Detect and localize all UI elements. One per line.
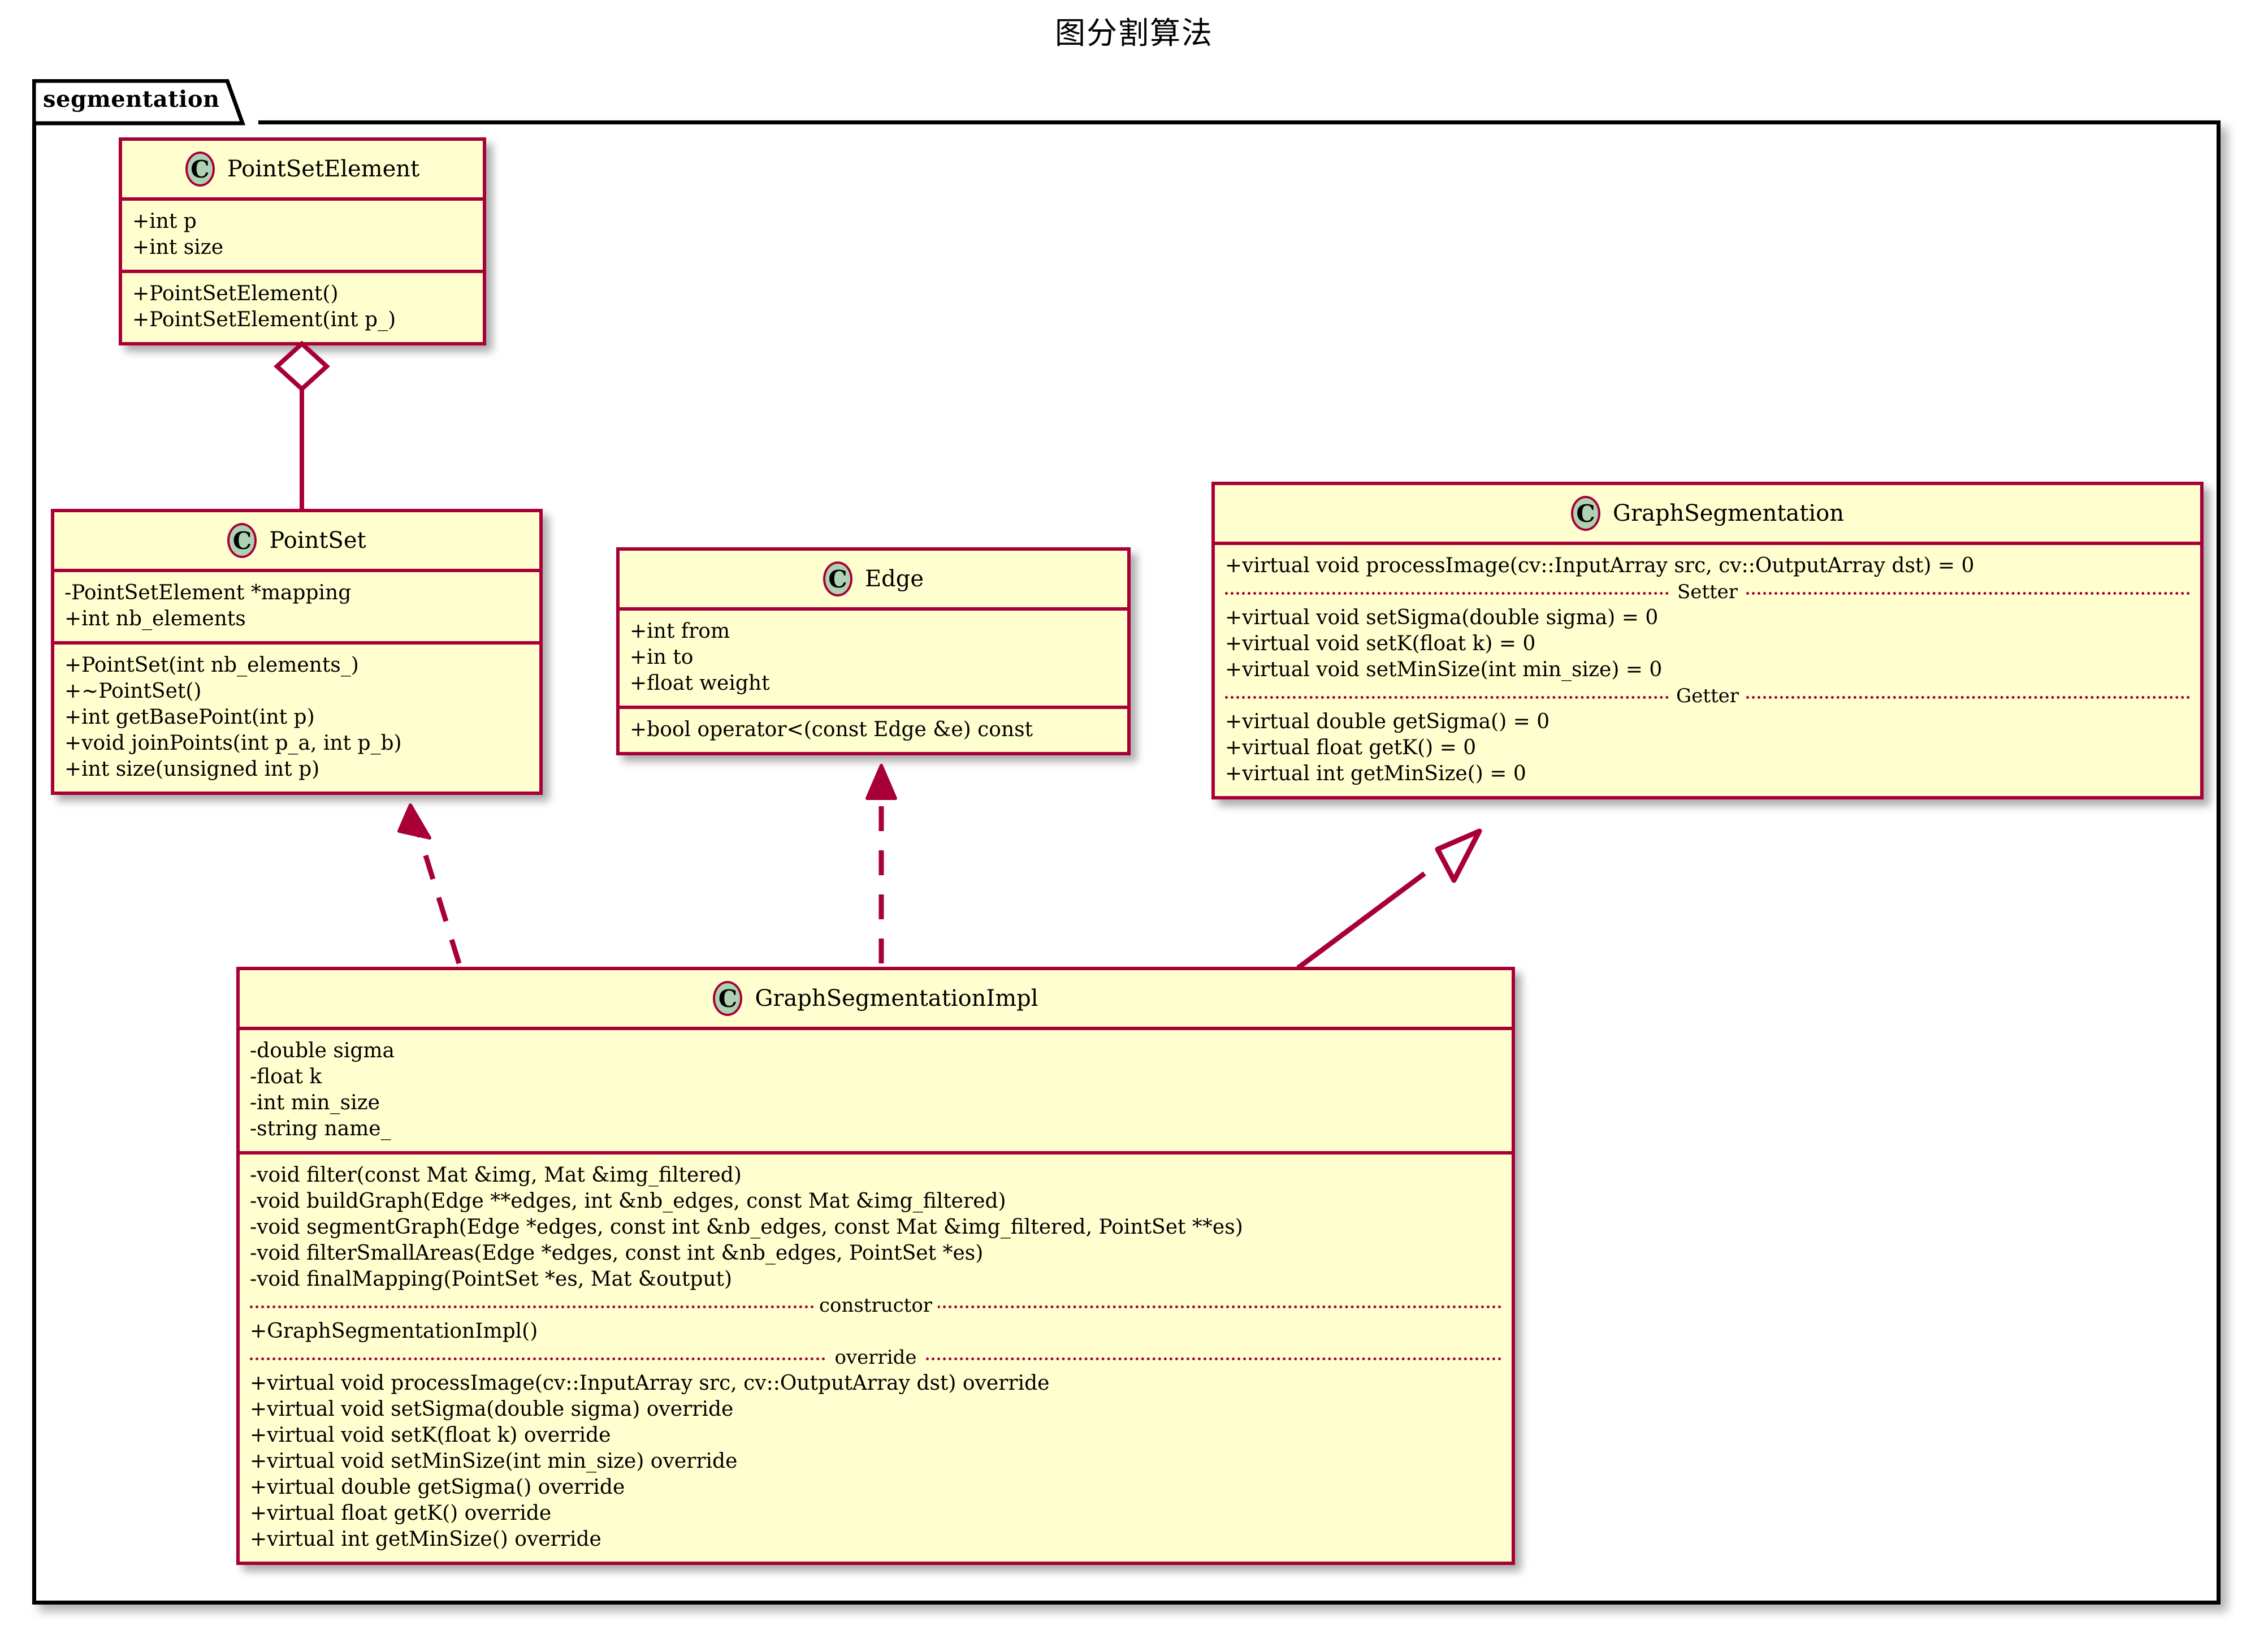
method-group-separator-setter: Setter	[1225, 579, 2190, 605]
attribute-row: +int p	[132, 210, 197, 233]
compartment-divider	[620, 607, 1127, 611]
compartment-divider	[122, 270, 483, 273]
method-row: +virtual void setSigma(double sigma) = 0	[1225, 606, 1659, 629]
method-row: -void segmentGraph(Edge *edges, const in…	[250, 1216, 1243, 1239]
method-row: +int getBasePoint(int p)	[64, 706, 315, 729]
methods-compartment: +PointSetElement() +PointSetElement(int …	[122, 273, 483, 342]
method-row: +PointSetElement()	[132, 282, 339, 305]
class-stereotype-icon: C	[713, 981, 743, 1016]
method-row: +virtual void processImage(cv::InputArra…	[250, 1372, 1050, 1395]
package-name-label: segmentation	[43, 86, 220, 113]
method-row: +virtual int getMinSize() override	[250, 1528, 601, 1551]
compartment-divider	[122, 197, 483, 201]
method-group-label: override	[829, 1346, 923, 1369]
attribute-row: -double sigma	[250, 1039, 395, 1062]
attribute-row: +int from	[630, 620, 730, 643]
method-row: +virtual void setSigma(double sigma) ove…	[250, 1398, 734, 1421]
class-header-graph-segmentation-impl: C GraphSegmentationImpl	[240, 970, 1512, 1027]
method-row: +virtual double getSigma() override	[250, 1476, 625, 1499]
attribute-row: +int nb_elements	[64, 607, 246, 630]
compartment-divider	[1215, 542, 2200, 545]
attribute-row: -int min_size	[250, 1091, 380, 1114]
class-header-edge: C Edge	[620, 551, 1127, 607]
method-row: +bool operator<(const Edge &e) const	[630, 718, 1033, 741]
class-box-point-set-element[interactable]: C PointSetElement +int p +int size +Poin…	[119, 137, 486, 345]
method-group-separator-getter: Getter	[1225, 683, 2190, 709]
method-group-label: Getter	[1670, 685, 1745, 707]
class-title: PointSet	[269, 528, 366, 554]
class-header-point-set-element: C PointSetElement	[122, 141, 483, 197]
attributes-compartment: +int p +int size	[122, 201, 483, 270]
attribute-row: -PointSetElement *mapping	[64, 581, 352, 604]
method-row: +PointSetElement(int p_)	[132, 308, 396, 331]
class-title: Edge	[864, 566, 924, 592]
diagram-title: 图分割算法	[1055, 15, 1213, 51]
method-row: -void filterSmallAreas(Edge *edges, cons…	[250, 1242, 984, 1265]
class-box-graph-segmentation[interactable]: C GraphSegmentation +virtual void proces…	[1211, 482, 2204, 799]
compartment-divider	[54, 569, 539, 572]
methods-compartment: +PointSet(int nb_elements_) +~PointSet()…	[54, 645, 539, 792]
class-stereotype-icon: C	[185, 152, 215, 187]
method-row: -void filter(const Mat &img, Mat &img_fi…	[250, 1164, 742, 1187]
method-row: +PointSet(int nb_elements_)	[64, 654, 359, 677]
method-row: +virtual float getK() = 0	[1225, 736, 1477, 759]
class-title: GraphSegmentation	[1613, 500, 1844, 526]
compartment-divider	[240, 1151, 1512, 1155]
method-row: +int size(unsigned int p)	[64, 758, 320, 781]
attribute-row: +in to	[630, 646, 694, 669]
class-box-point-set[interactable]: C PointSet -PointSetElement *mapping +in…	[51, 509, 543, 795]
method-row: +virtual void setK(float k) = 0	[1225, 632, 1536, 655]
class-title: PointSetElement	[227, 156, 420, 182]
class-box-graph-segmentation-impl[interactable]: C GraphSegmentationImpl -double sigma -f…	[236, 967, 1515, 1565]
attribute-row: -float k	[250, 1065, 322, 1088]
attribute-row: -string name_	[250, 1117, 391, 1140]
method-row: +virtual void setMinSize(int min_size) o…	[250, 1450, 738, 1473]
methods-compartment: +virtual void processImage(cv::InputArra…	[1215, 545, 2200, 796]
attributes-compartment: -PointSetElement *mapping +int nb_elemen…	[54, 572, 539, 641]
method-row: +virtual void processImage(cv::InputArra…	[1225, 554, 1975, 577]
compartment-divider	[54, 641, 539, 645]
class-title: GraphSegmentationImpl	[755, 985, 1038, 1011]
method-group-label: constructor	[813, 1294, 938, 1317]
package-tab-shape	[32, 79, 258, 126]
class-box-edge[interactable]: C Edge +int from +in to +float weight +b…	[616, 547, 1131, 755]
attributes-compartment: -double sigma -float k -int min_size -st…	[240, 1030, 1512, 1151]
method-row: +virtual double getSigma() = 0	[1225, 710, 1550, 733]
methods-compartment: +bool operator<(const Edge &e) const	[620, 709, 1127, 752]
method-row: -void buildGraph(Edge **edges, int &nb_e…	[250, 1190, 1006, 1213]
methods-compartment: -void filter(const Mat &img, Mat &img_fi…	[240, 1155, 1512, 1562]
attribute-row: +float weight	[630, 672, 770, 695]
class-stereotype-icon: C	[1571, 496, 1601, 531]
method-row: +virtual float getK() override	[250, 1502, 552, 1525]
class-header-graph-segmentation: C GraphSegmentation	[1215, 485, 2200, 542]
method-row: -void finalMapping(PointSet *es, Mat &ou…	[250, 1268, 733, 1291]
compartment-divider	[620, 706, 1127, 709]
compartment-divider	[240, 1027, 1512, 1030]
method-row: +~PointSet()	[64, 680, 202, 703]
attribute-row: +int size	[132, 236, 224, 259]
method-row: +virtual int getMinSize() = 0	[1225, 762, 1526, 785]
method-group-label: Setter	[1671, 581, 1744, 603]
attributes-compartment: +int from +in to +float weight	[620, 611, 1127, 706]
class-stereotype-icon: C	[823, 561, 852, 596]
method-row: +void joinPoints(int p_a, int p_b)	[64, 732, 402, 755]
class-header-point-set: C PointSet	[54, 512, 539, 569]
method-group-separator-override: override	[250, 1344, 1501, 1370]
class-stereotype-icon: C	[227, 523, 257, 558]
method-row: +virtual void setMinSize(int min_size) =…	[1225, 658, 1663, 681]
method-group-separator-constructor: constructor	[250, 1292, 1501, 1318]
method-row: +GraphSegmentationImpl()	[250, 1320, 538, 1343]
method-row: +virtual void setK(float k) override	[250, 1424, 611, 1447]
